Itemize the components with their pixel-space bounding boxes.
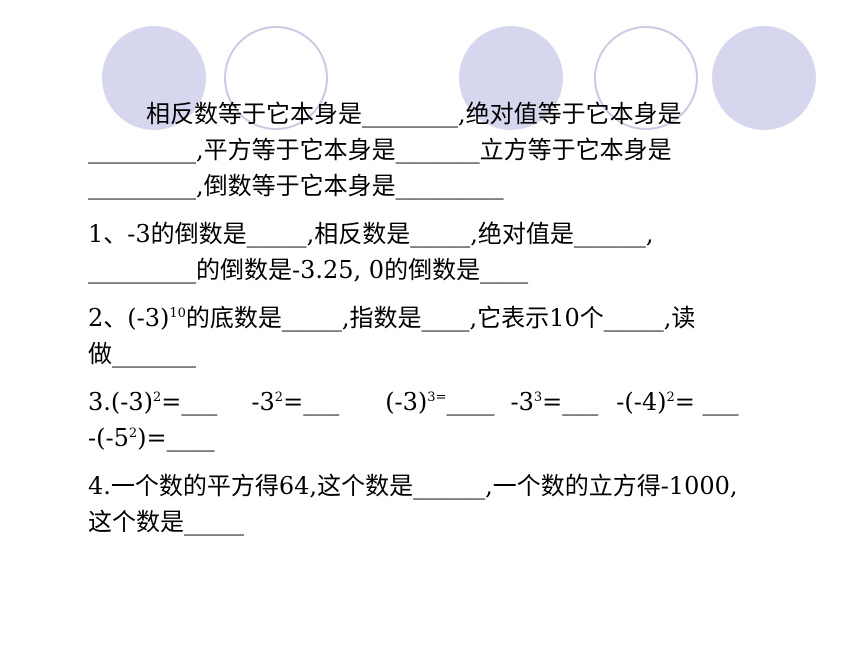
question-1-line-2: _________的倒数是-3.25, 0的倒数是____ <box>88 256 529 284</box>
decor-circle-1 <box>102 26 206 130</box>
question-2-exponent: 10 <box>169 306 186 321</box>
q3-b-exp: 2 <box>274 390 284 405</box>
q3-e-exp: 2 <box>666 390 675 405</box>
question-4: 4.一个数的平方得64,这个数是______,一个数的立方得-1000, 这个数… <box>88 468 858 540</box>
question-2-text: 的底数是_____,指数是____,它表示10个_____,读 <box>185 304 696 332</box>
q3-f-base: -(-5 <box>88 424 129 452</box>
decor-circle-3 <box>459 26 563 130</box>
decor-circle-4 <box>594 26 698 130</box>
q3-b-rest: =___ <box>283 388 340 416</box>
question-3-line-2: -(-52)=____ <box>88 420 858 456</box>
decor-circle-5 <box>712 26 816 130</box>
q3-f-exp: 2 <box>128 426 138 441</box>
q3-d-base: -3 <box>510 388 534 416</box>
q3-b-base: -3 <box>251 388 275 416</box>
question-2-line-1: 2、(-3)10的底数是_____,指数是____,它表示10个_____,读 <box>88 300 858 336</box>
intro-line-3: _________,倒数等于它本身是_________ <box>88 172 504 200</box>
q3-item-e: -(-4)2= ___ <box>616 388 738 416</box>
q3-e-base: -(-4) <box>616 388 667 416</box>
question-2: 2、(-3)10的底数是_____,指数是____,它表示10个_____,读 … <box>88 300 858 372</box>
question-4-line-1: 4.一个数的平方得64,这个数是______,一个数的立方得-1000, <box>88 472 738 500</box>
question-1: 1、-3的倒数是_____,相反数是_____,绝对值是______, ____… <box>88 216 858 288</box>
intro-line-2: _________,平方等于它本身是_______立方等于它本身是 <box>88 136 672 164</box>
q3-d-exp: 3 <box>533 390 543 405</box>
question-3: 3.(-3)2=___-32=___(-3)3=____-33=___-(-4)… <box>88 384 858 456</box>
q3-item-c: (-3)3=____ <box>385 388 494 416</box>
worksheet-content: 相反数等于它本身是________,绝对值等于它本身是 _________,平方… <box>88 96 858 552</box>
q3-a-rest: =___ <box>161 388 218 416</box>
decor-circle-2 <box>224 26 328 130</box>
q3-e-rest: = ___ <box>674 388 739 416</box>
q3-f-rest: )=____ <box>137 424 215 452</box>
question-2-base: 2、(-3) <box>88 304 170 332</box>
q3-a-base: 3.(-3) <box>88 388 154 416</box>
question-4-line-2: 这个数是_____ <box>88 508 244 536</box>
q3-c-rest: ____ <box>446 388 495 416</box>
q3-c-base: (-3) <box>385 388 428 416</box>
q3-d-rest: =___ <box>542 388 599 416</box>
q3-c-exp: 3= <box>427 390 447 405</box>
question-2-line-2: 做_______ <box>88 340 196 368</box>
q3-item-d: -33=___ <box>510 388 598 416</box>
q3-a-exp: 2 <box>153 390 162 405</box>
intro-line-1: 相反数等于它本身是________,绝对值等于它本身是 <box>146 100 682 128</box>
intro-paragraph: 相反数等于它本身是________,绝对值等于它本身是 _________,平方… <box>88 96 858 204</box>
question-1-line-1: 1、-3的倒数是_____,相反数是_____,绝对值是______, <box>88 220 654 248</box>
q3-item-b: -32=___ <box>251 388 339 416</box>
q3-item-a: 3.(-3)2=___ <box>88 388 217 416</box>
question-3-line-1: 3.(-3)2=___-32=___(-3)3=____-33=___-(-4)… <box>88 384 858 420</box>
